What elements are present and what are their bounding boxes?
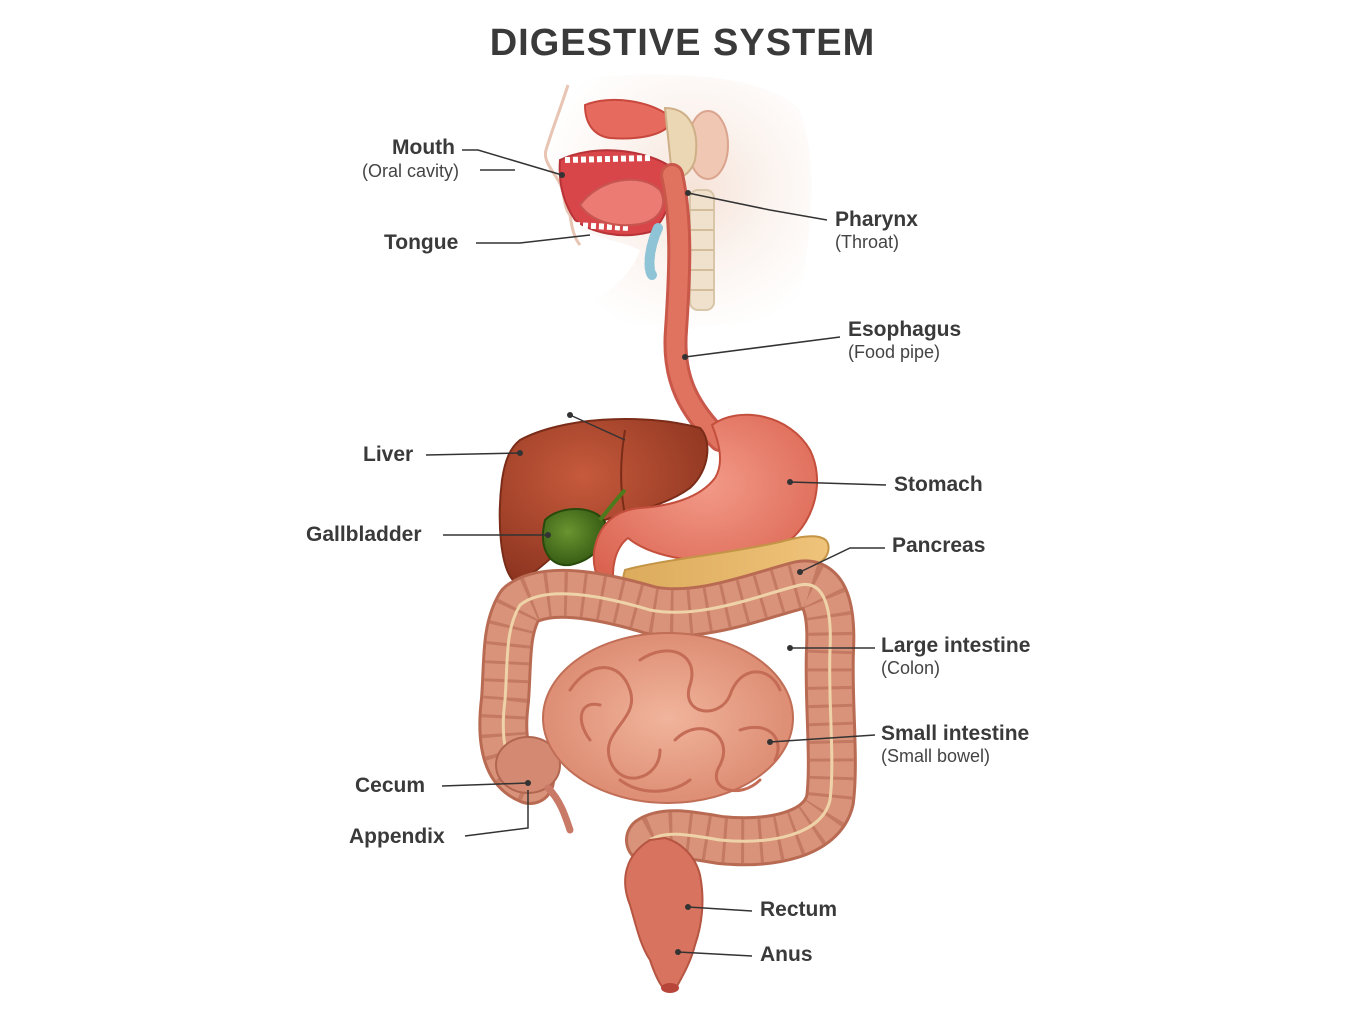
label-stomach-name: Stomach xyxy=(894,473,983,496)
label-small-intestine-name: Small intestine xyxy=(881,722,1030,745)
label-esophagus-subtitle: (Food pipe) xyxy=(848,342,941,363)
label-pharynx-subtitle: (Throat) xyxy=(835,232,900,253)
label-anus-name: Anus xyxy=(760,943,813,966)
label-esophagus-name: Esophagus xyxy=(848,318,962,341)
leader-lines xyxy=(425,149,887,957)
leader-line-cecum xyxy=(441,782,529,787)
leader-dot-mouth xyxy=(559,172,565,178)
label-appendix-name: Appendix xyxy=(349,825,445,848)
label-large-intestine-subtitle: (Colon) xyxy=(881,658,941,679)
leader-line-pancreas xyxy=(799,547,885,573)
large-intestine-illustration xyxy=(478,559,857,867)
label-mouth-name: Mouth xyxy=(392,136,455,159)
mouth-illustration xyxy=(558,149,672,237)
leader-dot-liver xyxy=(517,450,523,456)
label-anus: Anus xyxy=(760,942,813,967)
leader-dot-pharynx xyxy=(685,190,691,196)
leader-dot-anus xyxy=(675,949,681,955)
leader-dot-large-intestine xyxy=(787,645,793,651)
leader-dot-cecum xyxy=(525,780,531,786)
label-small-intestine-subtitle: (Small bowel) xyxy=(881,746,991,767)
diagram-title: DIGESTIVE SYSTEM xyxy=(489,22,876,64)
label-pancreas: Pancreas xyxy=(892,533,985,558)
leader-dot-rectum xyxy=(685,904,691,910)
label-gallbladder-name: Gallbladder xyxy=(306,523,422,546)
label-mouth: Mouth xyxy=(340,135,455,160)
leader-line-tongue xyxy=(476,234,591,244)
leader-line-stomach xyxy=(789,481,887,486)
label-cecum: Cecum xyxy=(355,773,425,798)
leader-dots xyxy=(517,172,803,955)
leader-line-anus xyxy=(677,951,753,957)
leader-line-mouth xyxy=(462,149,563,176)
label-pharynx: Pharynx (Throat) xyxy=(835,207,918,254)
leader-dot-pancreas xyxy=(797,569,803,575)
esophagus-illustration xyxy=(644,163,732,452)
leader-dot-liver-top xyxy=(567,412,573,418)
label-large-intestine-name: Large intestine xyxy=(881,634,1031,657)
label-rectum-name: Rectum xyxy=(760,898,838,921)
leader-dot-gallbladder xyxy=(545,532,551,538)
leader-line-pharynx xyxy=(687,192,828,221)
label-rectum: Rectum xyxy=(760,897,837,922)
leader-dot-esophagus xyxy=(682,354,688,360)
small-intestine-illustration xyxy=(542,632,794,804)
label-mouth-sub: (Oral cavity) xyxy=(362,161,459,183)
leader-line-liver-top xyxy=(569,414,626,441)
label-liver-name: Liver xyxy=(363,443,414,466)
label-esophagus: Esophagus (Food pipe) xyxy=(848,317,961,364)
leader-line-esophagus xyxy=(684,336,841,358)
leader-dot-stomach xyxy=(787,479,793,485)
label-tongue-name: Tongue xyxy=(384,231,459,254)
leader-line-liver xyxy=(425,452,521,456)
label-stomach: Stomach xyxy=(894,472,983,497)
leader-dot-small-intestine xyxy=(767,739,773,745)
label-large-intestine: Large intestine (Colon) xyxy=(881,633,1030,680)
label-pharynx-name: Pharynx xyxy=(835,208,918,231)
label-liver: Liver xyxy=(363,442,413,467)
leader-line-rectum xyxy=(687,906,753,912)
leader-line-small-intestine xyxy=(769,734,876,743)
label-mouth-subtitle: (Oral cavity) xyxy=(362,161,460,181)
label-tongue: Tongue xyxy=(384,230,458,255)
label-pancreas-name: Pancreas xyxy=(892,534,986,557)
label-gallbladder: Gallbladder xyxy=(306,522,422,547)
label-appendix: Appendix xyxy=(349,824,445,849)
label-small-intestine: Small intestine (Small bowel) xyxy=(881,721,1029,768)
label-cecum-name: Cecum xyxy=(355,774,426,797)
leader-line-appendix xyxy=(464,790,529,837)
rectum-illustration xyxy=(624,836,704,993)
stomach-illustration xyxy=(592,413,818,590)
